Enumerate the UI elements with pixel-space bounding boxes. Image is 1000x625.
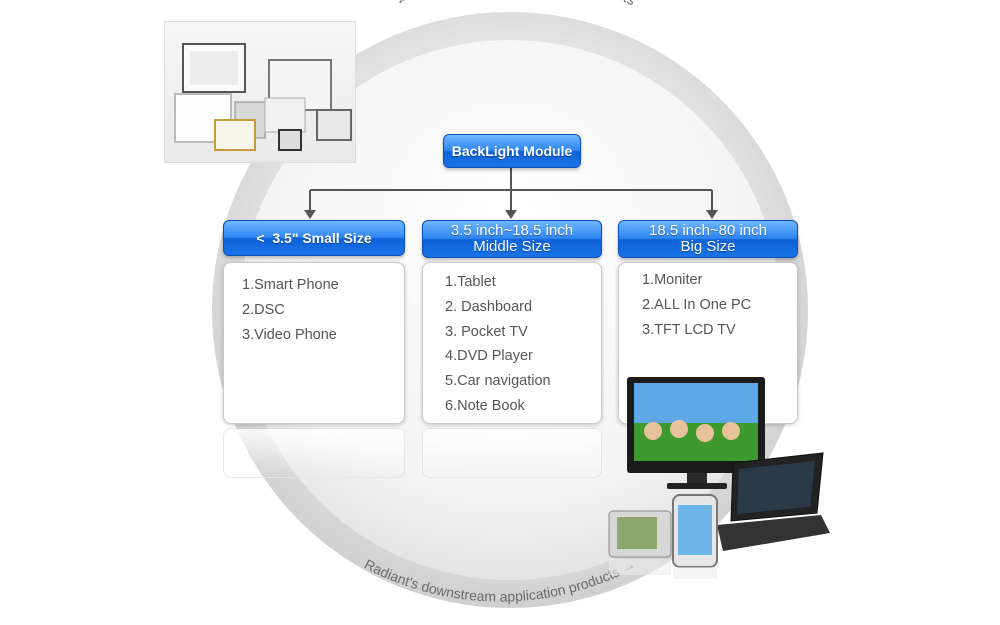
category-middle-line1: 3.5 inch~18.5 inch <box>450 222 574 239</box>
category-small-list: 1.Smart Phone 2.DSC 3.Video Phone <box>223 262 405 424</box>
category-big-header: 18.5 inch~80 inch Big Size <box>618 220 798 258</box>
list-item: 6.Note Book <box>445 397 525 414</box>
list-item: 2. Dashboard <box>445 298 533 315</box>
list-item: 5.Car navigation <box>445 373 551 390</box>
consumer-devices-photo <box>605 375 830 580</box>
list-item: 1.Moniter <box>642 272 703 288</box>
arrow-down-icon <box>505 210 517 219</box>
list-item: 2.DSC <box>242 301 285 318</box>
list-item: 3.Video Phone <box>242 326 337 343</box>
middle-list-reflection <box>422 428 602 478</box>
category-middle-line2: Middle Size <box>473 238 551 255</box>
list-item: 3.TFT LCD TV <box>642 321 736 338</box>
arrow-down-icon <box>706 210 718 219</box>
list-item: 4.DVD Player <box>445 348 533 365</box>
category-big-line1: 18.5 inch~80 inch <box>648 222 767 239</box>
connector-lines <box>309 168 713 212</box>
top-ring-caption: ← Radiant's backlight module products <box>392 0 637 8</box>
list-item: 1.Smart Phone <box>242 277 339 293</box>
list-item: 1.Tablet <box>445 274 496 290</box>
list-item: 2.ALL In One PC <box>642 296 752 313</box>
backlight-module-label: BackLight Module <box>451 143 573 159</box>
category-small-title: < 3.5" Small Size <box>256 230 372 246</box>
category-big-line2: Big Size <box>680 238 736 255</box>
backlight-module-node: BackLight Module <box>443 134 581 168</box>
list-item: 3. Pocket TV <box>445 323 528 340</box>
small-list-reflection <box>223 428 405 478</box>
backlight-panels-photo <box>165 22 355 162</box>
category-middle-list: 1.Tablet 2. Dashboard 3. Pocket TV 4.DVD… <box>422 262 602 424</box>
category-small-header: < 3.5" Small Size <box>223 220 405 256</box>
connector-arrows <box>304 210 718 219</box>
category-middle-header: 3.5 inch~18.5 inch Middle Size <box>422 220 602 258</box>
arrow-down-icon <box>304 210 316 219</box>
